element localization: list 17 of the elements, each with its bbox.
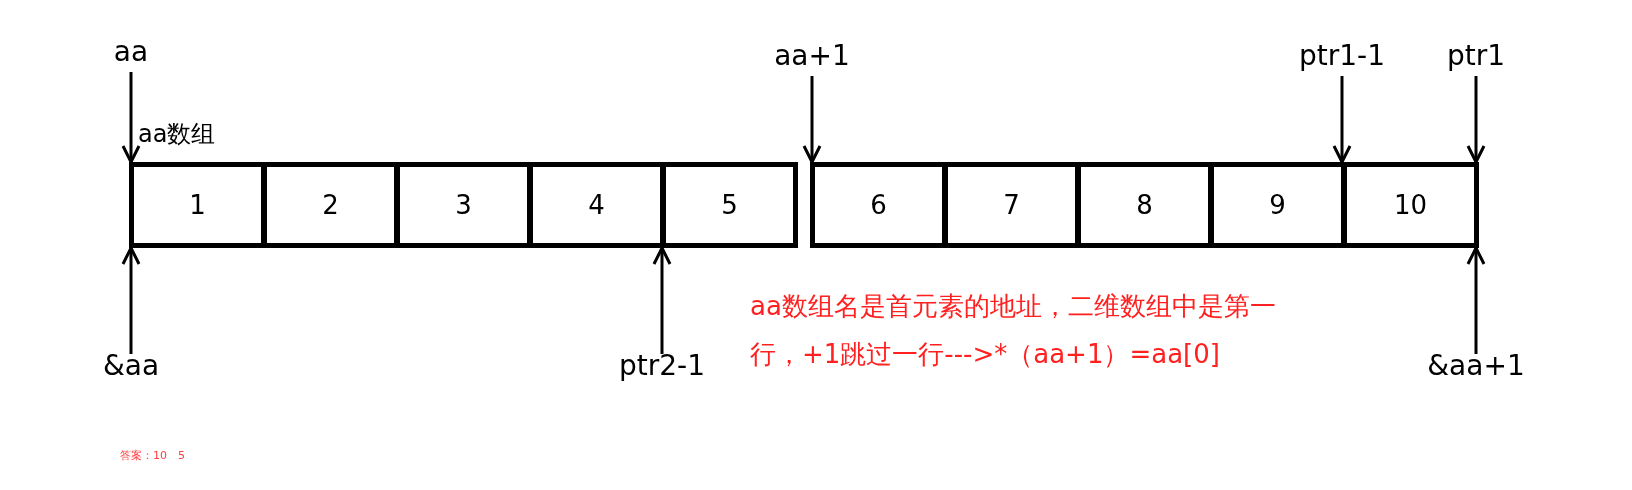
answer-text: 答案：10 5: [120, 448, 185, 463]
pointer-label: aa: [113, 36, 149, 68]
pointer-label: ptr1: [1446, 40, 1506, 72]
pointer-label: &aa+1: [1427, 350, 1525, 382]
arrow: [1466, 246, 1486, 354]
arrow: [1332, 76, 1352, 164]
arrow: [121, 246, 141, 354]
arrow: [802, 76, 822, 164]
pointer-label: ptr1-1: [1299, 40, 1385, 72]
note-text: aa数组名是首元素的地址，二维数组中是第一行，+1跳过一行--->*（aa+1）=aa[0]: [750, 290, 1277, 371]
arrow: [652, 246, 672, 354]
array-name-label: aa数组: [138, 119, 216, 150]
pointer-label: &aa: [102, 350, 160, 382]
arrow: [121, 72, 141, 164]
pointer-label: aa+1: [774, 40, 850, 72]
arrow: [1466, 76, 1486, 164]
pointer-label: ptr2-1: [619, 350, 705, 382]
